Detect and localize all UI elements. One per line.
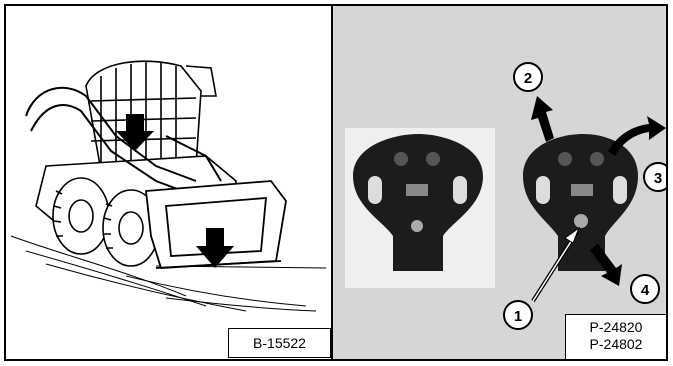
svg-text:1: 1	[514, 308, 522, 325]
svg-text:3: 3	[654, 170, 662, 187]
figure-label-right-line-1: P-24820	[566, 319, 666, 336]
figure-label-right: P-24820 P-24802	[565, 314, 666, 359]
svg-text:4: 4	[641, 282, 650, 299]
loader-illustration-panel: B-15522	[6, 6, 333, 359]
joystick-photos: 2 3 4 1	[333, 6, 666, 359]
joystick-photo-panel: 2 3 4 1 P-24820 P-24802	[333, 6, 666, 359]
skid-steer-loader-drawing	[6, 6, 331, 359]
figure-frame: B-15522	[4, 4, 668, 361]
arrow-turn-right-icon	[608, 116, 666, 156]
joystick-right	[523, 134, 638, 271]
joystick-left	[345, 128, 495, 288]
callout-4: 4	[631, 275, 659, 303]
arrow-up-icon	[531, 96, 554, 142]
callout-1: 1	[504, 301, 532, 329]
figure-label-right-line-2: P-24802	[566, 336, 666, 353]
callout-3: 3	[644, 163, 666, 191]
callout-2: 2	[514, 63, 542, 91]
cab-cage	[86, 61, 216, 171]
svg-text:2: 2	[524, 70, 532, 87]
figure-label-left: B-15522	[228, 328, 331, 358]
